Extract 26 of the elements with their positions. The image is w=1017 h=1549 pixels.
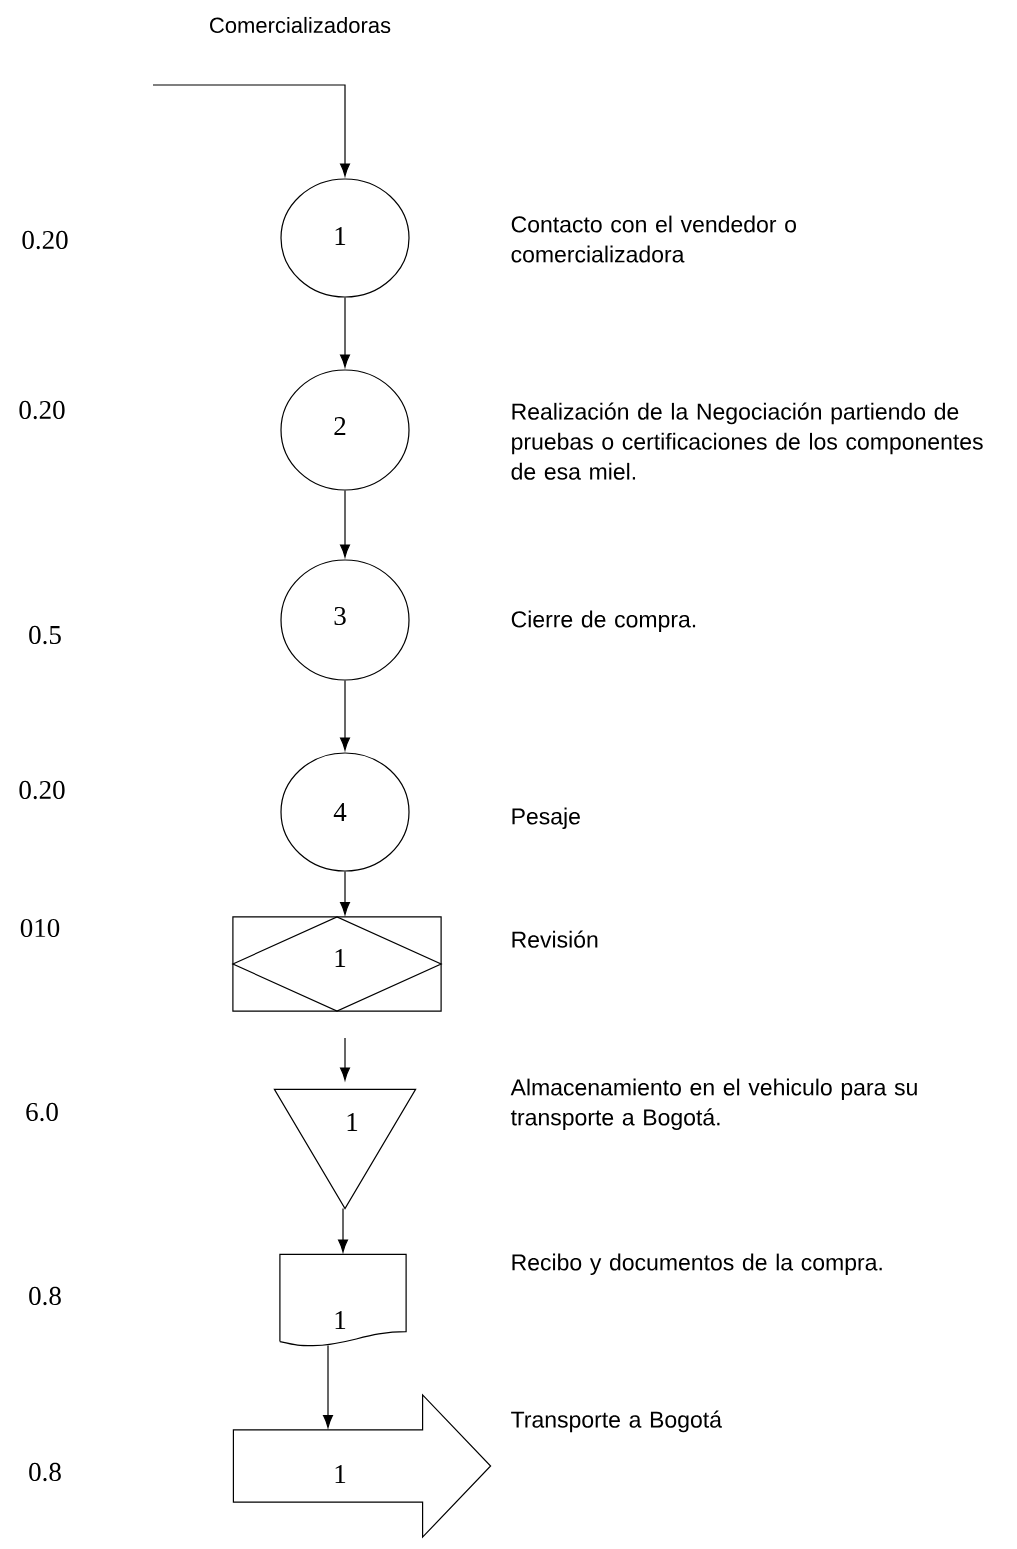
storage-triangle: 1 xyxy=(273,1088,417,1210)
step-description: Pesaje xyxy=(512,807,580,830)
time-label: 0.8 xyxy=(29,1462,61,1482)
arrow xyxy=(337,1208,349,1253)
time-label: 6.0 xyxy=(26,1102,58,1122)
step-description: Cierre de compra. xyxy=(511,610,696,633)
step-description: Recibo y documentos de la compra. xyxy=(512,1253,882,1276)
time-label: 0.5 xyxy=(29,625,61,645)
step-description: Realización de la Negociación partiendo de pruebas o certificaciones de los componentes de esa miel. xyxy=(511,402,983,480)
arrow xyxy=(339,490,351,558)
arrow xyxy=(322,1345,334,1428)
step-description: Revisión xyxy=(512,930,598,948)
arrow xyxy=(339,680,351,751)
document-symbol: 1 xyxy=(279,1253,407,1347)
step-description: Contacto con el vendedor o comercializadora xyxy=(511,215,796,263)
edge-label: Comercializadoras xyxy=(207,15,393,35)
time-label: 0.20 xyxy=(19,780,65,800)
time-label: 0.8 xyxy=(29,1286,61,1306)
time-label: 0.20 xyxy=(22,230,68,250)
step-description: Almacenamiento en el vehiculo para su transporte a Bogotá. xyxy=(510,1078,917,1131)
time-label: 010 xyxy=(20,918,60,938)
arrow xyxy=(152,84,351,177)
arrow xyxy=(339,1037,351,1081)
time-label: 0.20 xyxy=(19,400,65,420)
arrow xyxy=(339,871,351,915)
arrow xyxy=(339,297,351,368)
